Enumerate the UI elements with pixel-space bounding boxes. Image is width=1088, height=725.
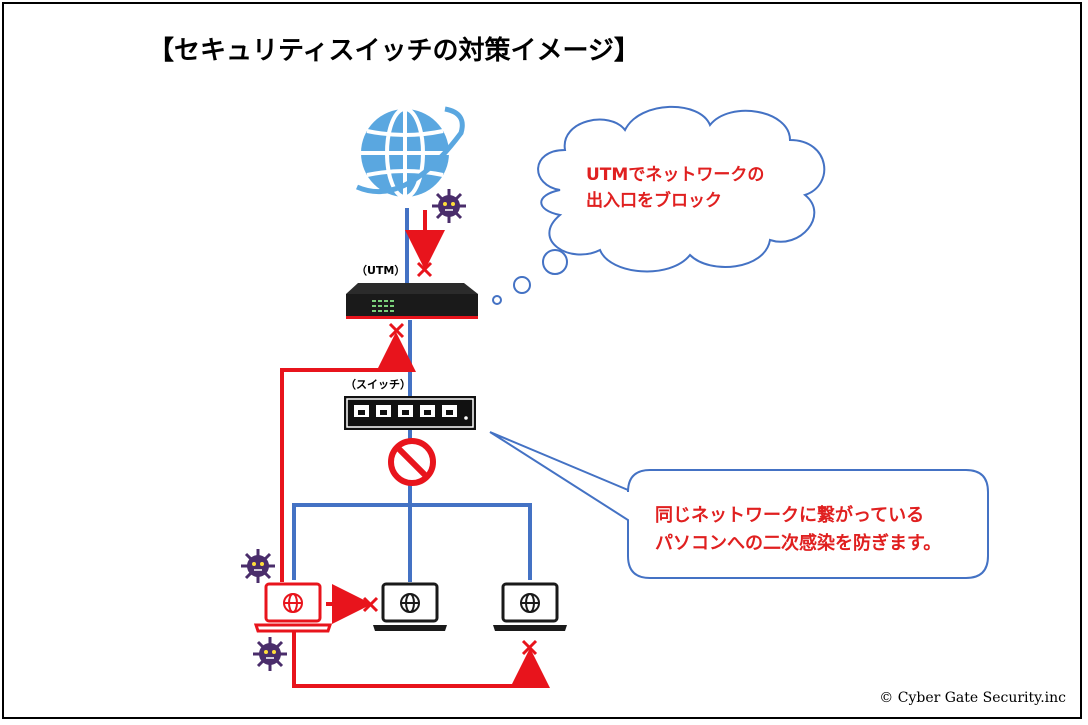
block-x-icon <box>521 639 538 656</box>
virus-icon <box>432 189 466 223</box>
block-x-icon <box>388 322 405 339</box>
prohibited-icon <box>388 438 436 486</box>
speech-callout-line: パソコンへの二次感染を防ぎます。 <box>655 533 942 554</box>
virus-icon <box>253 637 287 671</box>
cloud-callout-line: UTMでネットワークの <box>586 165 765 185</box>
attack-path-bottom <box>292 632 550 688</box>
globe-icon <box>355 106 465 199</box>
laptop-icon <box>253 582 333 633</box>
block-x-icon <box>416 261 433 278</box>
cloud-callout-shape <box>492 105 826 305</box>
virus-icon <box>241 549 275 583</box>
speech-callout-shape <box>489 431 989 579</box>
cloud-callout-text: UTMでネットワークの 出入口をブロック <box>586 162 764 214</box>
attack-path-laptop-utm <box>280 332 416 582</box>
block-x-icon <box>362 596 379 613</box>
speech-callout-text: 同じネットワークに繋がっている パソコンへの二次感染を防ぎます。 <box>655 502 941 558</box>
copyright: © Cyber Gate Security.inc <box>879 690 1066 706</box>
diagram-title: 【セキュリティスイッチの対策イメージ】 <box>148 36 640 66</box>
laptop-icon <box>373 582 447 631</box>
utm-label: （UTM） <box>356 264 406 277</box>
laptop-icon <box>493 582 567 631</box>
utm-device <box>346 283 478 319</box>
network-lines <box>292 208 532 582</box>
cloud-callout-line: 出入口をブロック <box>586 191 722 211</box>
speech-callout-line: 同じネットワークに繋がっている <box>655 505 925 526</box>
switch-device <box>344 396 476 430</box>
switch-label: （スイッチ） <box>345 378 411 391</box>
